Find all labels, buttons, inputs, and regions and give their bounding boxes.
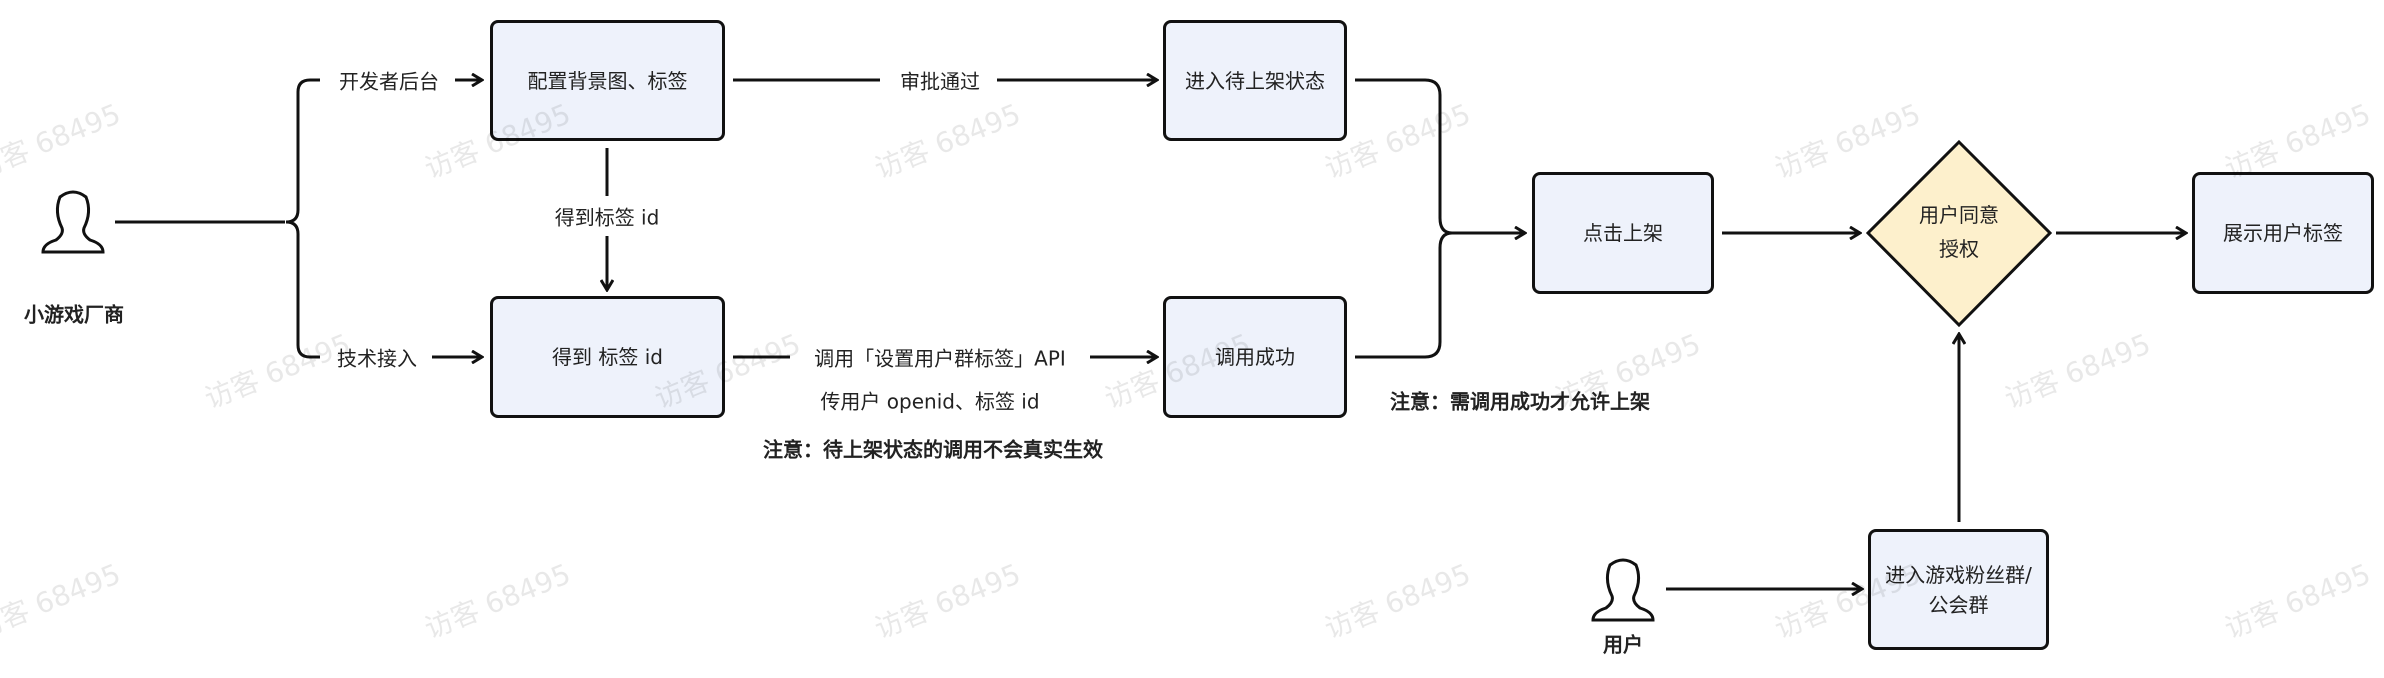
left-bracket — [285, 78, 320, 359]
consent-diamond — [1865, 139, 2053, 328]
edge-label-get-tag-id: 得到标签 id — [548, 201, 666, 231]
user-label: 用户 — [1603, 632, 1643, 657]
node-call-success[interactable]: 调用成功 — [1163, 296, 1347, 418]
consent-line2: 授权 — [1939, 237, 1979, 261]
developer-label: 小游戏厂商 — [24, 302, 124, 327]
right-bracket — [1355, 78, 1453, 359]
node-show-tag[interactable]: 展示用户标签 — [2192, 172, 2374, 294]
edge-label-dev-console: 开发者后台 — [333, 65, 445, 95]
edge-label-call-api: 调用「设置用户群标签」API — [808, 342, 1072, 372]
user-icon — [1591, 558, 1655, 622]
edge-label-params: 传用户 openid、标签 id — [814, 385, 1046, 415]
note-success: 注意：需调用成功才允许上架 — [1390, 389, 1650, 414]
node-got-tag-id[interactable]: 得到 标签 id — [490, 296, 725, 418]
developer-icon — [41, 190, 105, 254]
note-pending: 注意：待上架状态的调用不会真实生效 — [763, 437, 1103, 462]
enter-group-line2: 公会群 — [1928, 592, 1989, 617]
consent-line1: 用户同意 — [1919, 203, 1999, 227]
node-configure[interactable]: 配置背景图、标签 — [490, 20, 725, 141]
node-publish[interactable]: 点击上架 — [1532, 172, 1714, 294]
node-consent[interactable]: 用户同意 授权 — [1899, 198, 2019, 266]
edge-label-tech: 技术接入 — [331, 342, 423, 372]
enter-group-line1: 进入游戏粉丝群/ — [1885, 562, 2032, 587]
edge-label-approved: 审批通过 — [894, 65, 986, 95]
node-enter-group[interactable]: 进入游戏粉丝群/ 公会群 — [1868, 529, 2049, 650]
node-pending[interactable]: 进入待上架状态 — [1163, 20, 1347, 141]
